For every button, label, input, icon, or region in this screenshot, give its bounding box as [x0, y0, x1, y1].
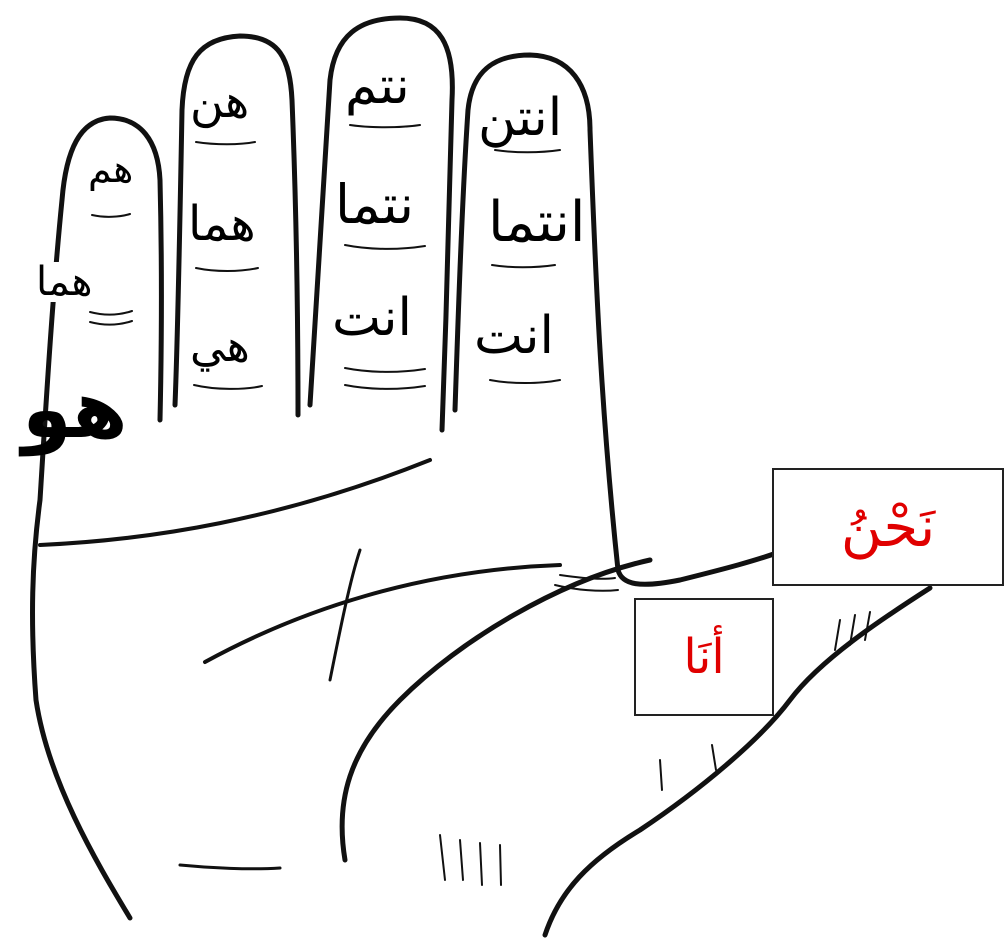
middle-top-label: نتم	[345, 60, 410, 112]
palm-line-fate	[330, 550, 360, 680]
index-middle-label: انتما	[488, 195, 585, 251]
palm-line-life	[342, 560, 650, 860]
ring-middle-label: هما	[188, 200, 256, 248]
palm-line-head	[205, 565, 560, 662]
index-bottom-label: انت	[474, 310, 554, 362]
thumb-tip-box: نَحْنُ	[772, 468, 1004, 586]
pinky-top-label: هم	[88, 150, 133, 188]
ring-top-label: هن	[190, 78, 249, 124]
pinky-bottom-label: هو	[22, 370, 128, 450]
palm-line-heart	[40, 460, 430, 545]
ring-bottom-label: هي	[190, 325, 250, 369]
middle-middle-label: نتما	[335, 178, 414, 232]
thumb-base-box: أنَا	[634, 598, 774, 716]
middle-bottom-label: انت	[332, 292, 412, 344]
thumb-tip-label: نَحْنُ	[841, 495, 935, 560]
pinky-middle-label: هما	[36, 262, 92, 302]
wrist-curve	[180, 865, 280, 869]
index-top-label: انتن	[478, 92, 562, 144]
thumb-base-label: أنَا	[683, 629, 724, 685]
